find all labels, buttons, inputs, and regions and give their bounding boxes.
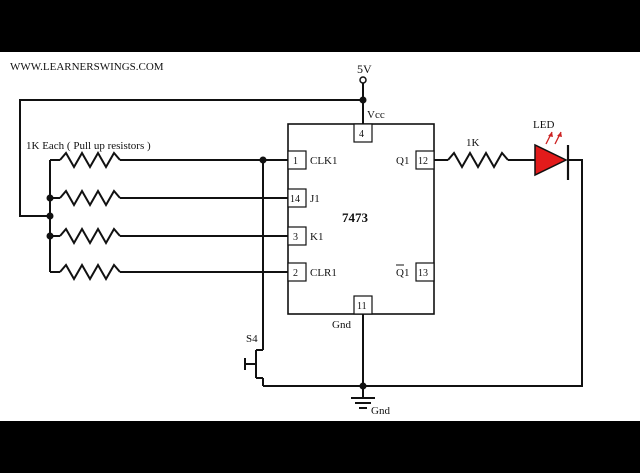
pullup-resistors-label: 1K Each ( Pull up resistors )	[26, 140, 151, 152]
pin-box-vcc	[353, 123, 373, 143]
pin-box-qbar	[415, 262, 435, 282]
junction-dot	[359, 382, 367, 390]
pin-number-q: 12	[418, 156, 428, 167]
pin-number-k: 3	[293, 232, 298, 243]
pin-box-clr	[287, 262, 307, 282]
switch-label: S4	[246, 333, 258, 345]
pin-box-gnd	[353, 295, 373, 315]
pin-number-vcc: 4	[359, 129, 364, 140]
pin-number-qbar: 13	[418, 268, 428, 279]
pin-box-j	[287, 188, 307, 208]
pin-box-clk	[287, 150, 307, 170]
pin-box-q	[415, 150, 435, 170]
led-label: LED	[533, 119, 554, 131]
pin-number-j: 14	[290, 194, 300, 205]
supply-bus-wire	[19, 99, 363, 217]
letterbox-bottom	[0, 421, 640, 473]
pin-label-clr: CLR1	[310, 267, 337, 279]
pin-label-q: Q1	[396, 155, 409, 167]
pin-label-clk: CLK1	[310, 155, 338, 167]
led-icon	[534, 131, 568, 177]
pullup-resistor-k	[59, 226, 121, 246]
pin-number-gnd: 11	[357, 301, 367, 312]
pullup-resistor-j	[59, 188, 121, 208]
ic-name: 7473	[342, 210, 369, 225]
schematic-canvas	[0, 52, 640, 421]
pin-label-gnd: Gnd	[332, 319, 351, 331]
supply-label: 5V	[357, 62, 372, 76]
led-return-wire	[363, 159, 583, 387]
junction-dot	[46, 232, 54, 240]
junction-dot	[359, 96, 367, 104]
series-resistor	[447, 150, 509, 170]
letterbox-top	[0, 0, 640, 52]
pin-box-k	[287, 226, 307, 246]
junction-dot	[259, 156, 267, 164]
pullup-resistor-clk	[59, 150, 121, 170]
pullup-resistor-clr	[59, 262, 121, 282]
pin-number-clr: 2	[293, 268, 298, 279]
watermark-text: WWW.LEARNERSWINGS.COM	[10, 61, 164, 73]
series-resistor-label: 1K	[466, 137, 480, 149]
junction-dot	[46, 194, 54, 202]
supply-terminal	[359, 76, 367, 84]
push-switch-icon	[244, 342, 264, 386]
pin-label-j: J1	[310, 193, 320, 205]
junction-dot	[46, 212, 54, 220]
pin-number-clk: 1	[293, 156, 298, 167]
ground-icon	[351, 397, 375, 409]
pin-label-k: K1	[310, 231, 323, 243]
ground-label: Gnd	[371, 405, 390, 417]
vcc-label: Vcc	[367, 109, 385, 121]
pin-label-qbar: Q1	[396, 267, 409, 279]
